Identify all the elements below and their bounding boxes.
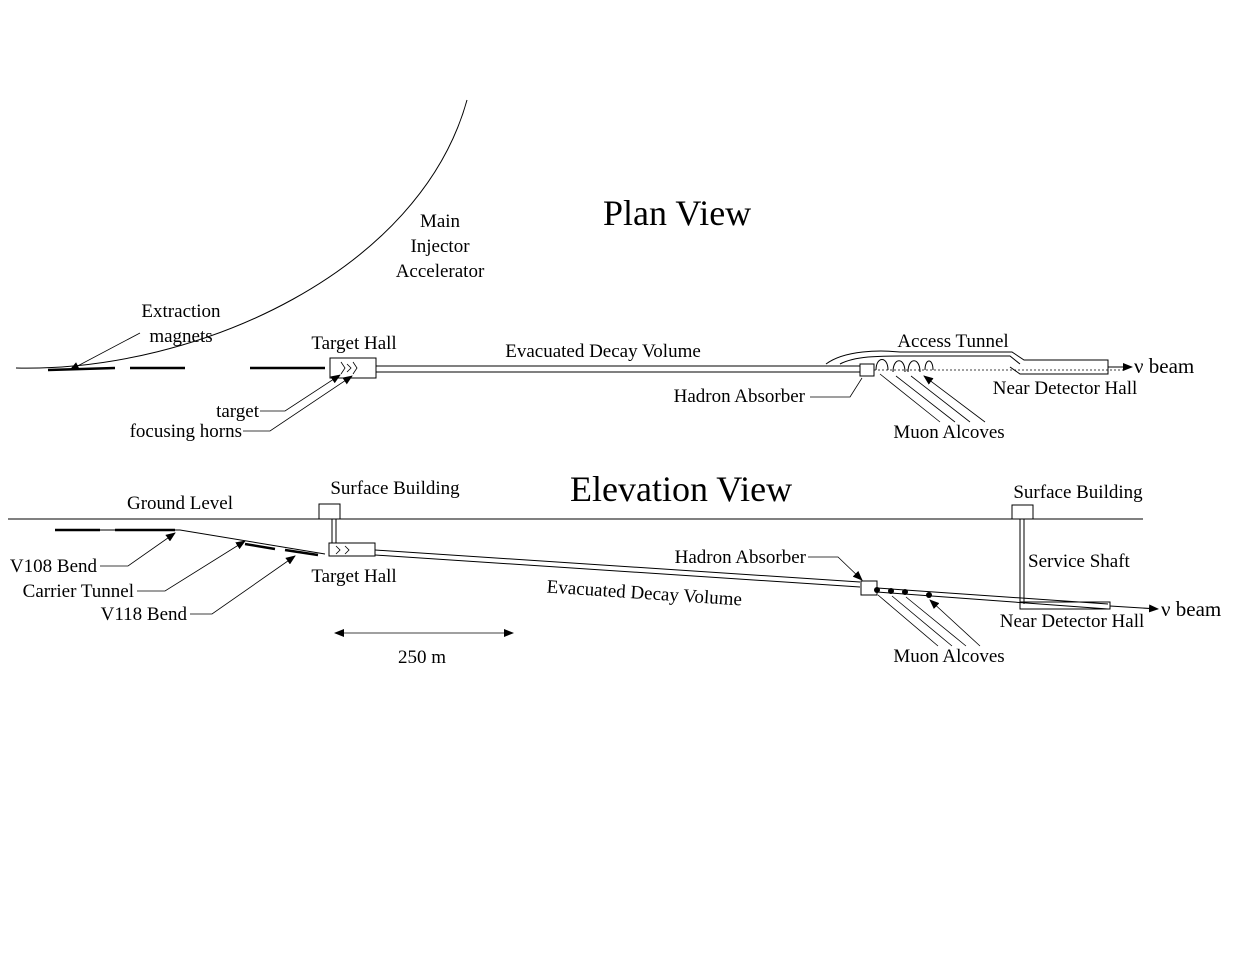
plan-hadron-absorber-box [859,363,875,377]
elevation-near-detector-hall-label: Near Detector Hall [1000,611,1145,632]
elevation-target-hall-label: Target Hall [311,566,396,587]
surface-building-right-label: Surface Building [1013,482,1143,503]
elevation-hadron-absorber-label: Hadron Absorber [675,547,807,568]
main-injector-label-2: Injector [410,236,470,257]
elevation-target-hall-box [328,542,376,557]
plan-horn-symbols [340,361,358,375]
surface-building-left [318,503,341,520]
elevation-muon-alcoves-label: Muon Alcoves [893,646,1004,667]
elevation-horn-symbols [335,545,350,555]
surface-building-right [1011,504,1034,520]
plan-near-detector-hall-label: Near Detector Hall [993,378,1138,399]
plan-target-leader [260,374,341,412]
service-shaft-label: Service Shaft [1028,551,1131,572]
elevation-downstream-tunnel [876,587,1109,610]
v108-leader [100,532,176,567]
plan-nu-beam-label: ν beam [1134,354,1194,378]
plan-decay-pipe [376,365,860,373]
extraction-label-1: Extraction [141,301,221,322]
main-injector-label-3: Accelerator [396,261,485,282]
carrier-tunnel-line [55,529,326,555]
elevation-nu-beam-arrow [1109,604,1159,613]
elevation-view: Elevation View Ground Level Surface Buil… [8,469,1221,668]
plan-view-title: Plan View [603,193,751,233]
plan-view: Plan View Main Injector Accelerator Extr… [15,99,1194,443]
v118-label: V118 Bend [101,604,188,625]
v118-magnets [244,542,319,557]
service-shaft [1019,519,1025,604]
plan-muon-alcove-arrows [879,374,986,423]
plan-focusing-horns-label: focusing horns [130,421,242,442]
elevation-nu-beam-label: ν beam [1161,597,1221,621]
elevation-view-title: Elevation View [570,469,792,509]
plan-target-label: target [216,401,260,422]
scale-bar-label: 250 m [398,647,446,668]
extraction-magnets [47,366,325,372]
carrier-tunnel-leader [137,540,246,592]
plan-hadron-absorber-label: Hadron Absorber [674,386,806,407]
target-hall-shaft [331,519,337,543]
plan-muon-alcoves [875,359,934,373]
v118-leader [190,555,296,615]
elevation-near-detector-box [1019,601,1111,610]
access-tunnel [825,350,1109,375]
access-tunnel-label: Access Tunnel [897,331,1008,352]
elevation-decay-pipe [374,549,861,588]
surface-building-left-label: Surface Building [330,478,460,499]
plan-muon-alcoves-label: Muon Alcoves [893,422,1004,443]
carrier-tunnel-label: Carrier Tunnel [23,581,134,602]
plan-horns-leader [243,375,353,432]
elevation-muon-alcove-arrows [877,595,981,647]
ground-level-label: Ground Level [127,493,233,514]
elevation-hadron-absorber-box [860,580,878,596]
extraction-label-2: magnets [149,326,212,347]
plan-decay-volume-label: Evacuated Decay Volume [505,341,701,362]
v108-label: V108 Bend [10,556,98,577]
elevation-decay-volume-label: Evacuated Decay Volume [546,577,743,611]
access-tunnel-inner [839,355,1021,365]
elevation-hadron-absorber-leader [808,556,863,581]
plan-target-hall-box [329,357,377,379]
main-injector-label-1: Main [420,211,461,232]
plan-hadron-absorber-leader [810,377,863,398]
extraction-arrow [69,332,141,371]
main-injector-arc [15,99,468,369]
plan-target-hall-label: Target Hall [311,333,396,354]
